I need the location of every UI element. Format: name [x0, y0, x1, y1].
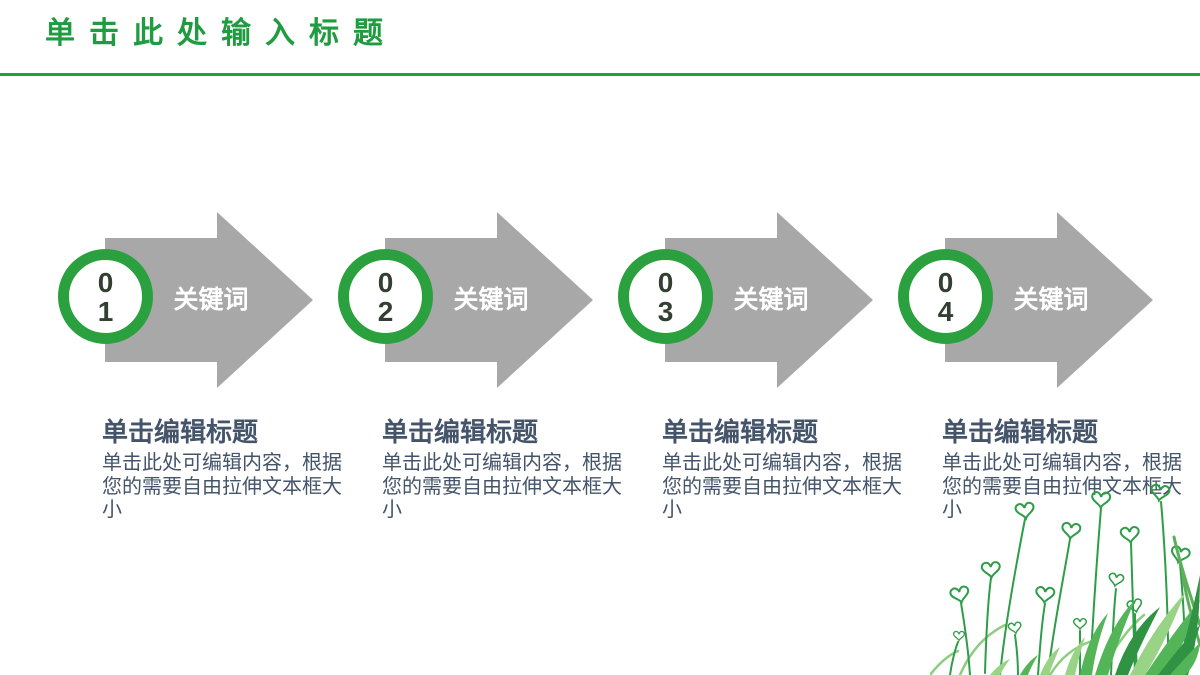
step-number-bottom: 3	[657, 295, 674, 327]
process-step-3: 0 3 关键词 单击编辑标题 单击此处可编辑内容，根据您的需要自由拉伸文本框大小	[615, 205, 902, 545]
step-keyword[interactable]: 关键词	[1013, 286, 1089, 314]
title-divider	[0, 73, 1200, 76]
process-step-1: 0 1 关键词 单击编辑标题 单击此处可编辑内容，根据您的需要自由拉伸文本框大小	[55, 205, 342, 545]
step-number-circle: 0 2	[338, 249, 433, 344]
step-keyword[interactable]: 关键词	[733, 286, 809, 314]
step-number-bottom: 1	[97, 295, 114, 327]
step-heading[interactable]: 单击编辑标题	[102, 417, 259, 447]
slide-title[interactable]: 单击此处输入标题	[45, 17, 397, 50]
step-number-bottom: 4	[937, 295, 954, 327]
step-keyword[interactable]: 关键词	[453, 286, 529, 314]
step-number-bottom: 2	[377, 295, 394, 327]
arrow-right-icon	[105, 212, 313, 388]
arrow-right-icon	[945, 212, 1153, 388]
process-step-4: 0 4 关键词 单击编辑标题 单击此处可编辑内容，根据您的需要自由拉伸文本框大小	[895, 205, 1182, 545]
step-number-top: 0	[937, 266, 954, 298]
step-body[interactable]: 单击此处可编辑内容，根据您的需要自由拉伸文本框大小	[942, 452, 1182, 521]
step-number-top: 0	[657, 266, 674, 298]
step-body[interactable]: 单击此处可编辑内容，根据您的需要自由拉伸文本框大小	[102, 452, 342, 521]
step-number-circle: 0 3	[618, 249, 713, 344]
step-heading[interactable]: 单击编辑标题	[942, 417, 1099, 447]
step-body[interactable]: 单击此处可编辑内容，根据您的需要自由拉伸文本框大小	[382, 452, 622, 521]
process-step-2: 0 2 关键词 单击编辑标题 单击此处可编辑内容，根据您的需要自由拉伸文本框大小	[335, 205, 622, 545]
step-heading[interactable]: 单击编辑标题	[662, 417, 819, 447]
arrow-right-icon	[385, 212, 593, 388]
step-heading[interactable]: 单击编辑标题	[382, 417, 539, 447]
step-number-circle: 0 4	[898, 249, 993, 344]
step-number-top: 0	[97, 266, 114, 298]
step-number-circle: 0 1	[58, 249, 153, 344]
arrow-right-icon	[665, 212, 873, 388]
step-number-top: 0	[377, 266, 394, 298]
step-body[interactable]: 单击此处可编辑内容，根据您的需要自由拉伸文本框大小	[662, 452, 902, 521]
step-keyword[interactable]: 关键词	[173, 286, 249, 314]
